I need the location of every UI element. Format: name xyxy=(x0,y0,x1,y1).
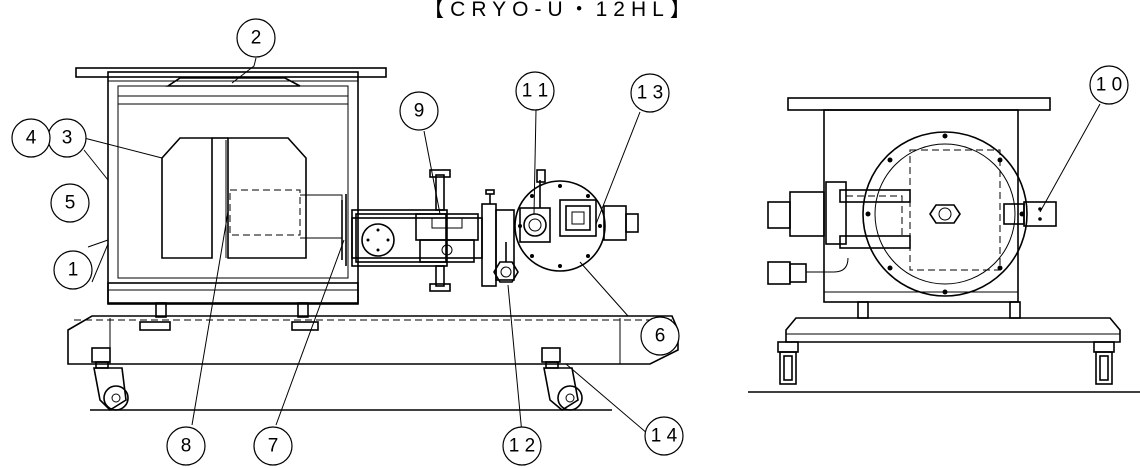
svg-text:1 0: 1 0 xyxy=(1096,75,1122,96)
svg-text:7: 7 xyxy=(268,436,279,457)
callout-14: 1 4 xyxy=(644,416,684,456)
svg-text:9: 9 xyxy=(414,101,425,122)
callout-10: 1 0 xyxy=(1089,65,1129,105)
svg-text:8: 8 xyxy=(181,436,192,457)
svg-text:1 4: 1 4 xyxy=(651,426,678,447)
svg-text:1 2: 1 2 xyxy=(509,436,535,457)
callout-7: 7 xyxy=(253,426,293,466)
callout-11: 1 1 xyxy=(515,71,555,111)
callout-1: 1 xyxy=(53,250,93,290)
callout-12: 1 2 xyxy=(502,426,542,466)
callout-2: 2 xyxy=(236,18,276,58)
caster-right xyxy=(541,347,583,411)
callout-6: 6 xyxy=(640,316,680,356)
callout-13: 1 3 xyxy=(630,73,670,113)
svg-text:2: 2 xyxy=(251,28,262,49)
callout-5: 5 xyxy=(50,183,90,223)
svg-text:6: 6 xyxy=(655,326,666,347)
svg-text:5: 5 xyxy=(65,193,76,214)
drawing-title: 【CRYO-U・12HL】 xyxy=(423,0,697,21)
side-view xyxy=(748,97,1140,393)
callout-4: 4 xyxy=(11,118,51,158)
svg-text:3: 3 xyxy=(62,128,73,149)
callout-3: 3 xyxy=(47,118,87,158)
caster-left xyxy=(91,347,129,412)
svg-text:1 1: 1 1 xyxy=(522,81,548,102)
svg-text:1: 1 xyxy=(68,260,79,281)
leader-lines xyxy=(83,57,1101,435)
svg-text:1 3: 1 3 xyxy=(637,83,663,104)
svg-text:4: 4 xyxy=(26,128,37,149)
front-view xyxy=(67,67,679,412)
callout-9: 9 xyxy=(399,91,439,131)
callout-8: 8 xyxy=(166,426,206,466)
